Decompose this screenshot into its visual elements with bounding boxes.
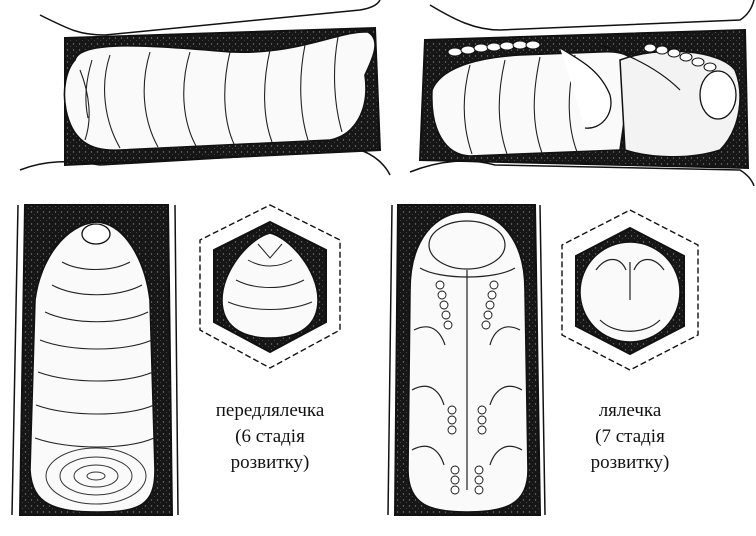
pupa-caption: лялечка (7 стадія розвитку) — [570, 398, 690, 476]
prepupa-caption-line3: розвитку) — [195, 450, 345, 476]
prepupa-vertical-cell — [12, 205, 178, 515]
prepupa-hexagon-cell — [200, 205, 340, 368]
pupa-caption-line2: (7 стадія — [570, 424, 690, 450]
prepupa-caption-line2: (6 стадія — [195, 424, 345, 450]
pupa-hexagon-cell — [562, 210, 698, 370]
pupa-vertical-cell — [388, 205, 545, 515]
prepupa-caption: передлялечка (6 стадія розвитку) — [195, 398, 345, 476]
prepupa-caption-line1: передлялечка — [195, 398, 345, 424]
prepupa-side-view-cell — [20, 0, 390, 175]
pupa-caption-line3: розвитку) — [570, 450, 690, 476]
pupa-side-view-cell — [410, 0, 754, 186]
pupa-caption-line1: лялечка — [570, 398, 690, 424]
